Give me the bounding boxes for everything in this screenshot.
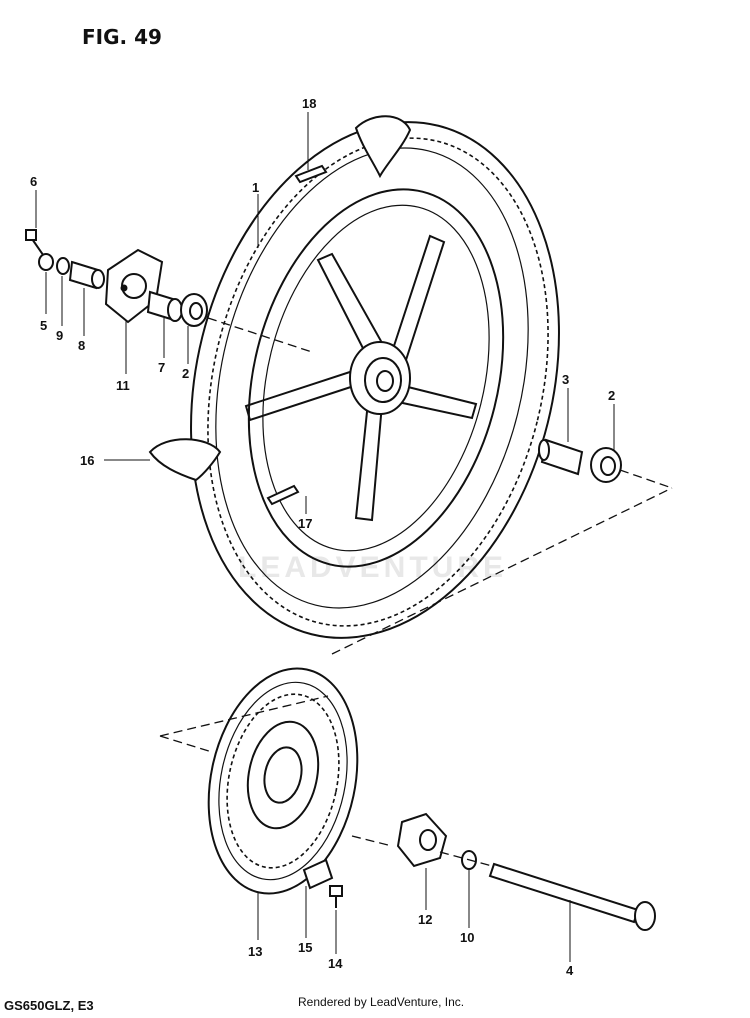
part-12-axle-nut bbox=[396, 812, 448, 868]
part-2-bearing-left bbox=[180, 293, 208, 327]
wheel-spokes bbox=[244, 234, 478, 522]
callout-14: 14 bbox=[328, 956, 343, 971]
callout-8: 8 bbox=[78, 338, 85, 353]
callout-13: 13 bbox=[248, 944, 262, 959]
callout-11: 11 bbox=[116, 378, 130, 393]
part-18-valve-cap bbox=[294, 164, 328, 184]
figure-title: FIG. 49 bbox=[82, 25, 162, 49]
callout-2-right: 2 bbox=[608, 388, 615, 403]
part-2-bearing-right bbox=[590, 447, 622, 483]
part-3-spacer bbox=[538, 438, 584, 476]
callout-9: 9 bbox=[56, 328, 63, 343]
part-13-brake-disc bbox=[207, 667, 359, 895]
part-14-bolt bbox=[329, 885, 343, 908]
callout-18: 18 bbox=[302, 96, 316, 111]
callout-16: 16 bbox=[80, 453, 94, 468]
wheel-rim bbox=[244, 188, 505, 568]
callout-1: 1 bbox=[252, 180, 259, 195]
callout-2-left: 2 bbox=[182, 366, 189, 381]
part-17-valve bbox=[266, 484, 300, 506]
callout-5: 5 bbox=[40, 318, 47, 333]
part-5-nut bbox=[38, 253, 54, 271]
tire bbox=[148, 115, 560, 639]
callout-17: 17 bbox=[298, 516, 312, 531]
callout-15: 15 bbox=[298, 940, 312, 955]
model-code: GS650GLZ, E3 bbox=[4, 998, 94, 1013]
callout-4: 4 bbox=[566, 963, 574, 978]
part-4-axle bbox=[488, 862, 656, 931]
callout-10: 10 bbox=[460, 930, 474, 945]
callout-12: 12 bbox=[418, 912, 432, 927]
callout-6: 6 bbox=[30, 174, 37, 189]
callout-7: 7 bbox=[158, 360, 165, 375]
footer-credit: Rendered by LeadVenture, Inc. bbox=[298, 995, 464, 1009]
watermark: LEADVENTURE bbox=[238, 551, 507, 584]
callout-leaders bbox=[35, 112, 615, 962]
assembly-centerlines bbox=[159, 317, 673, 867]
wheel-hub bbox=[349, 341, 411, 415]
part-15-lock-washer bbox=[302, 858, 334, 890]
part-9-washer bbox=[56, 257, 70, 275]
callout-3: 3 bbox=[562, 372, 569, 387]
part-7-spacer bbox=[146, 290, 183, 322]
part-8-spacer bbox=[68, 260, 105, 290]
